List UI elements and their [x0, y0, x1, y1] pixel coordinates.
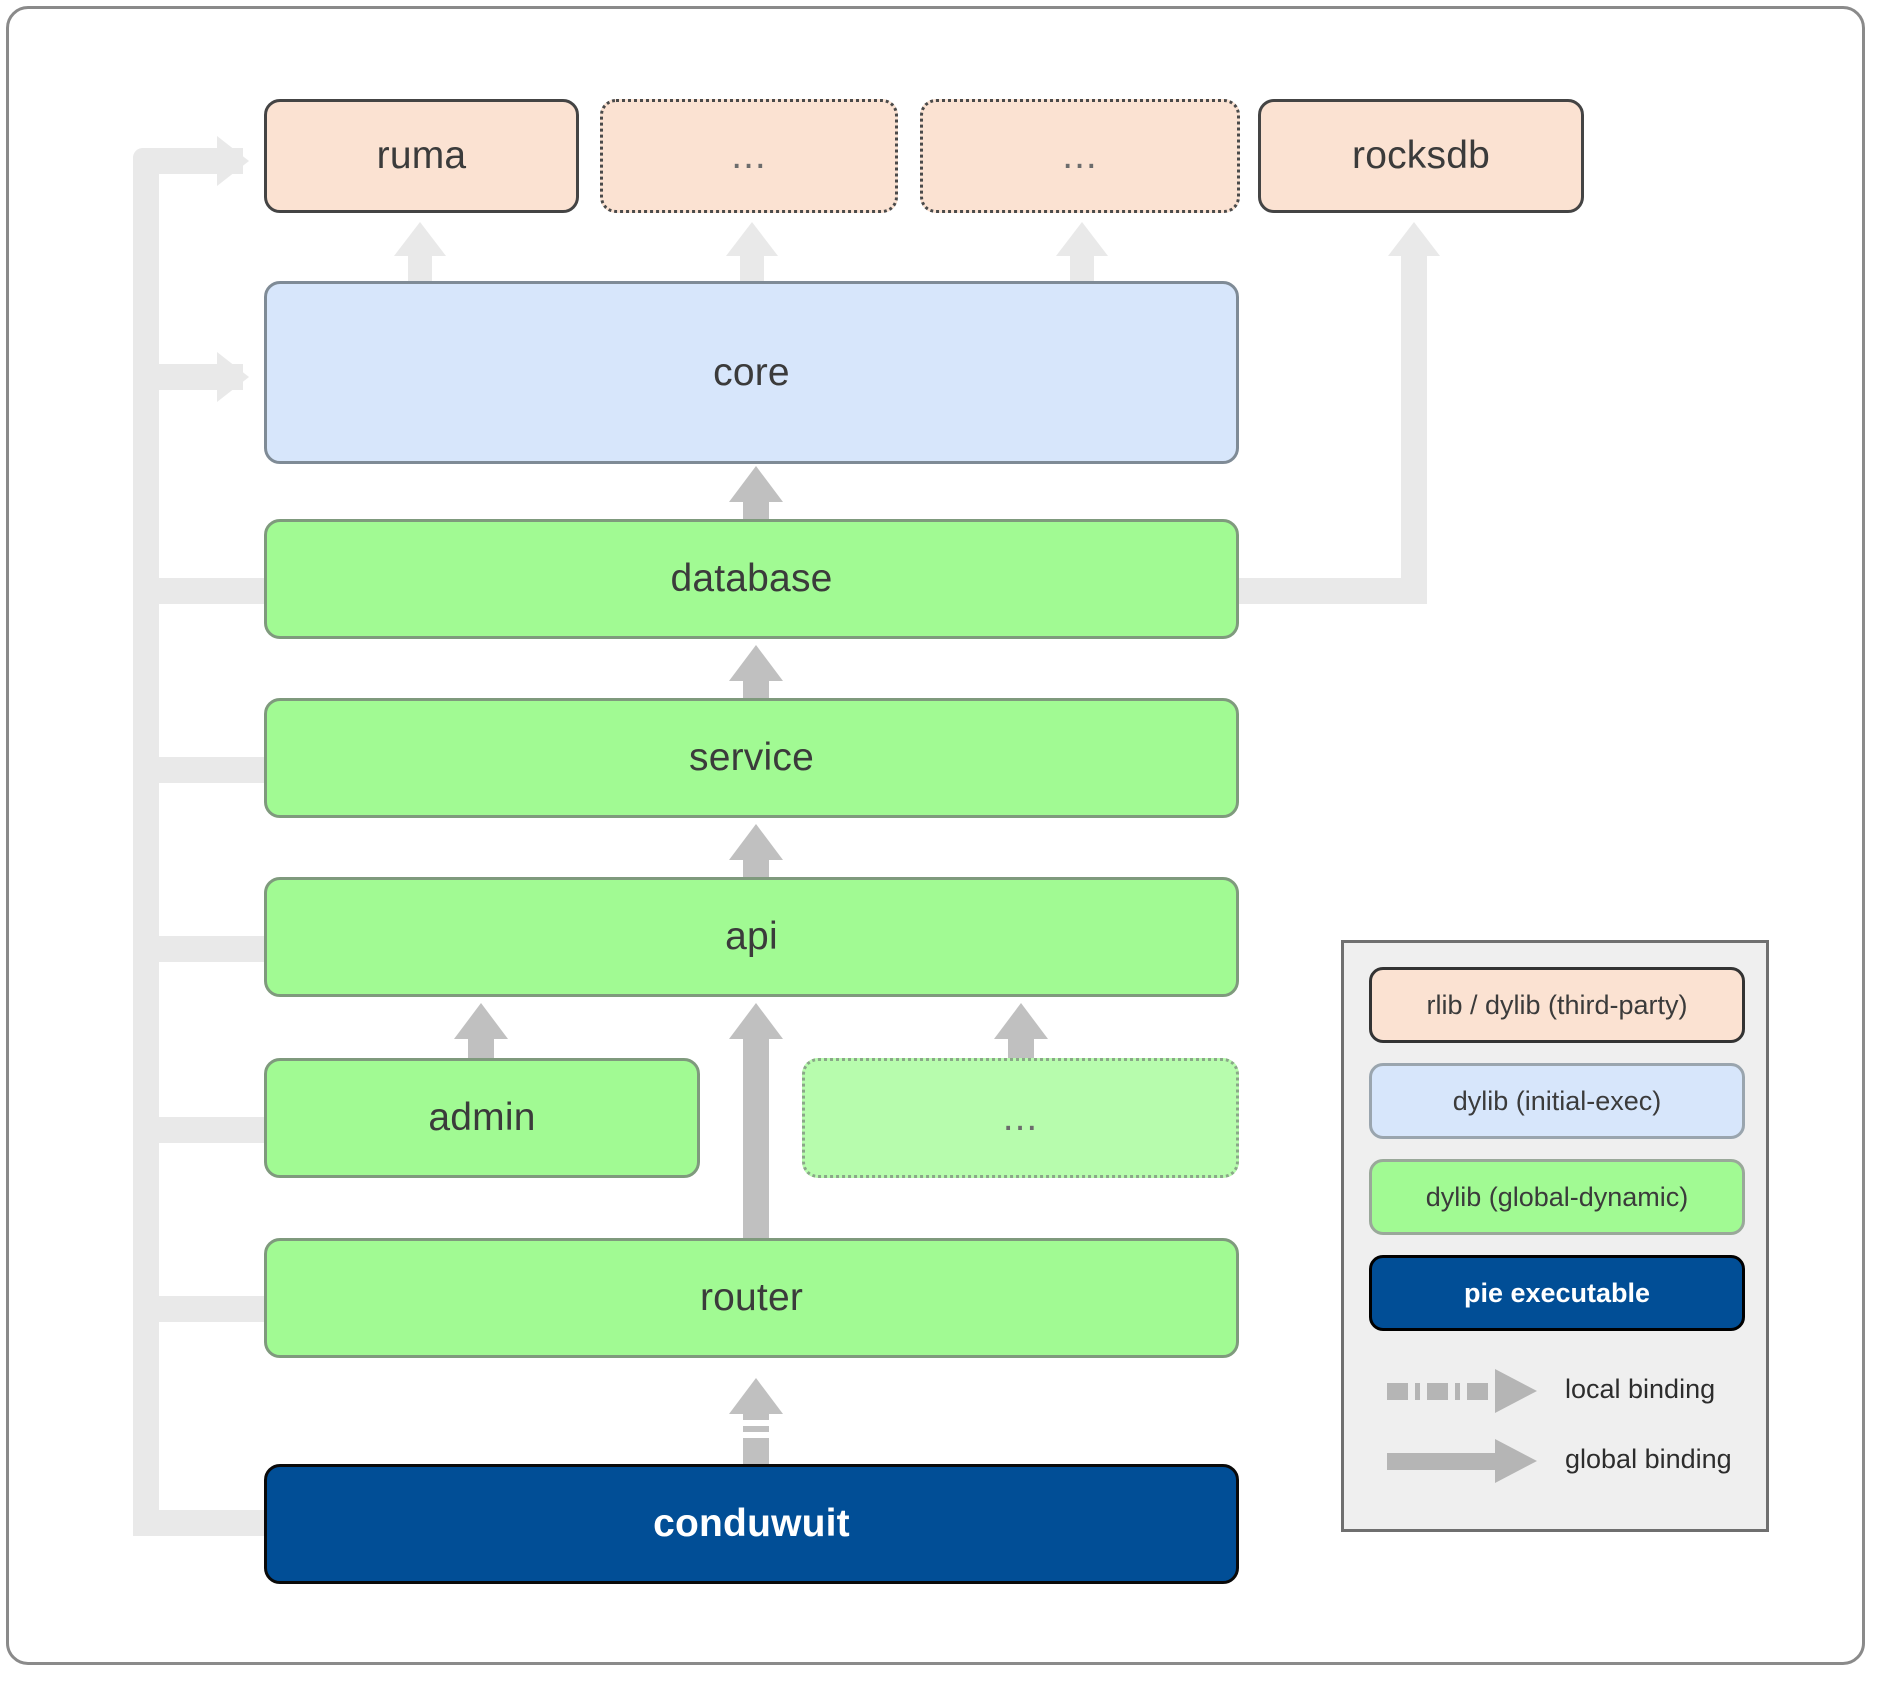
- conduwuit-to-router-dash-2: [743, 1426, 769, 1432]
- node-router[interactable]: router: [264, 1238, 1239, 1358]
- node-service[interactable]: service: [264, 698, 1239, 818]
- node-core[interactable]: core: [264, 281, 1239, 464]
- node-database-label: database: [670, 557, 833, 600]
- node-admin[interactable]: admin: [264, 1058, 700, 1178]
- database-to-rocksdb-vertical: [1401, 252, 1427, 604]
- node-conduwuit-label: conduwuit: [653, 1502, 850, 1545]
- solid-arrow-head-icon: [1495, 1439, 1537, 1483]
- database-to-core-arrow: [729, 466, 783, 502]
- legend-panel: rlib / dylib (third-party) dylib (initia…: [1341, 940, 1769, 1532]
- dashed-arrow-icon: [1387, 1383, 1499, 1400]
- conduwuit-to-router-dash-3: [743, 1414, 769, 1420]
- spine-vertical: [133, 148, 159, 1536]
- node-ruma-label: ruma: [376, 134, 467, 177]
- legend-binding-local-label: local binding: [1565, 1374, 1716, 1404]
- node-ellipsis-top-2-label: ...: [1062, 134, 1098, 177]
- core-to-ellipsis2-arrow: [1056, 222, 1108, 256]
- legend-item-third-party: rlib / dylib (third-party): [1369, 967, 1745, 1043]
- node-conduwuit[interactable]: conduwuit: [264, 1464, 1239, 1584]
- node-ellipsis-top-2[interactable]: ...: [920, 99, 1240, 213]
- spine-arrow-ruma: [217, 136, 249, 186]
- spine-arrow-core: [217, 352, 249, 402]
- node-admin-label: admin: [428, 1096, 536, 1139]
- spine-branch-database: [133, 578, 267, 604]
- service-to-database-arrow: [729, 645, 783, 681]
- node-core-label: core: [713, 350, 790, 394]
- database-to-rocksdb-horizontal: [1237, 578, 1427, 604]
- ellipsis-to-api-arrow: [994, 1003, 1048, 1039]
- legend-item-initial-exec: dylib (initial-exec): [1369, 1063, 1745, 1139]
- router-to-api-arrow: [729, 1003, 783, 1039]
- admin-to-api-arrow: [454, 1003, 508, 1039]
- spine-branch-service: [133, 757, 267, 783]
- spine-branch-router: [133, 1296, 267, 1322]
- legend-item-initial-exec-label: dylib (initial-exec): [1452, 1085, 1662, 1116]
- legend-item-global-dynamic: dylib (global-dynamic): [1369, 1159, 1745, 1235]
- legend-item-global-dynamic-label: dylib (global-dynamic): [1425, 1181, 1689, 1212]
- conduwuit-to-router-dash-1: [743, 1438, 769, 1464]
- node-api-label: api: [725, 915, 778, 958]
- node-ellipsis-api[interactable]: ...: [802, 1058, 1239, 1178]
- node-ellipsis-api-label: ...: [1002, 1096, 1039, 1139]
- router-to-api-shaft: [743, 1037, 769, 1244]
- api-to-service-arrow: [729, 824, 783, 860]
- database-to-rocksdb-arrow: [1388, 222, 1440, 256]
- dashed-arrow-head-icon: [1495, 1369, 1537, 1413]
- legend-binding-global-label: global binding: [1565, 1444, 1732, 1474]
- spine-branch-admin: [133, 1117, 267, 1143]
- spine-branch-api: [133, 936, 267, 962]
- node-ellipsis-top-1-label: ...: [731, 134, 767, 177]
- solid-arrow-icon: [1387, 1453, 1499, 1470]
- spine-branch-conduwuit: [133, 1510, 267, 1536]
- node-rocksdb-label: rocksdb: [1352, 134, 1490, 177]
- legend-binding-local: local binding: [1369, 1361, 1751, 1421]
- core-to-ellipsis1-arrow: [726, 222, 778, 256]
- node-ruma[interactable]: ruma: [264, 99, 579, 213]
- conduwuit-to-router-arrow: [729, 1378, 783, 1414]
- node-router-label: router: [699, 1276, 804, 1319]
- node-ellipsis-top-1[interactable]: ...: [600, 99, 898, 213]
- node-rocksdb[interactable]: rocksdb: [1258, 99, 1584, 213]
- node-api[interactable]: api: [264, 877, 1239, 997]
- node-database[interactable]: database: [264, 519, 1239, 639]
- node-service-label: service: [689, 736, 814, 779]
- core-to-ruma-arrow: [394, 222, 446, 256]
- legend-item-pie-executable-label: pie executable: [1463, 1277, 1651, 1308]
- legend-item-third-party-label: rlib / dylib (third-party): [1426, 989, 1688, 1020]
- legend-binding-global: global binding: [1369, 1431, 1751, 1491]
- legend-item-pie-executable: pie executable: [1369, 1255, 1745, 1331]
